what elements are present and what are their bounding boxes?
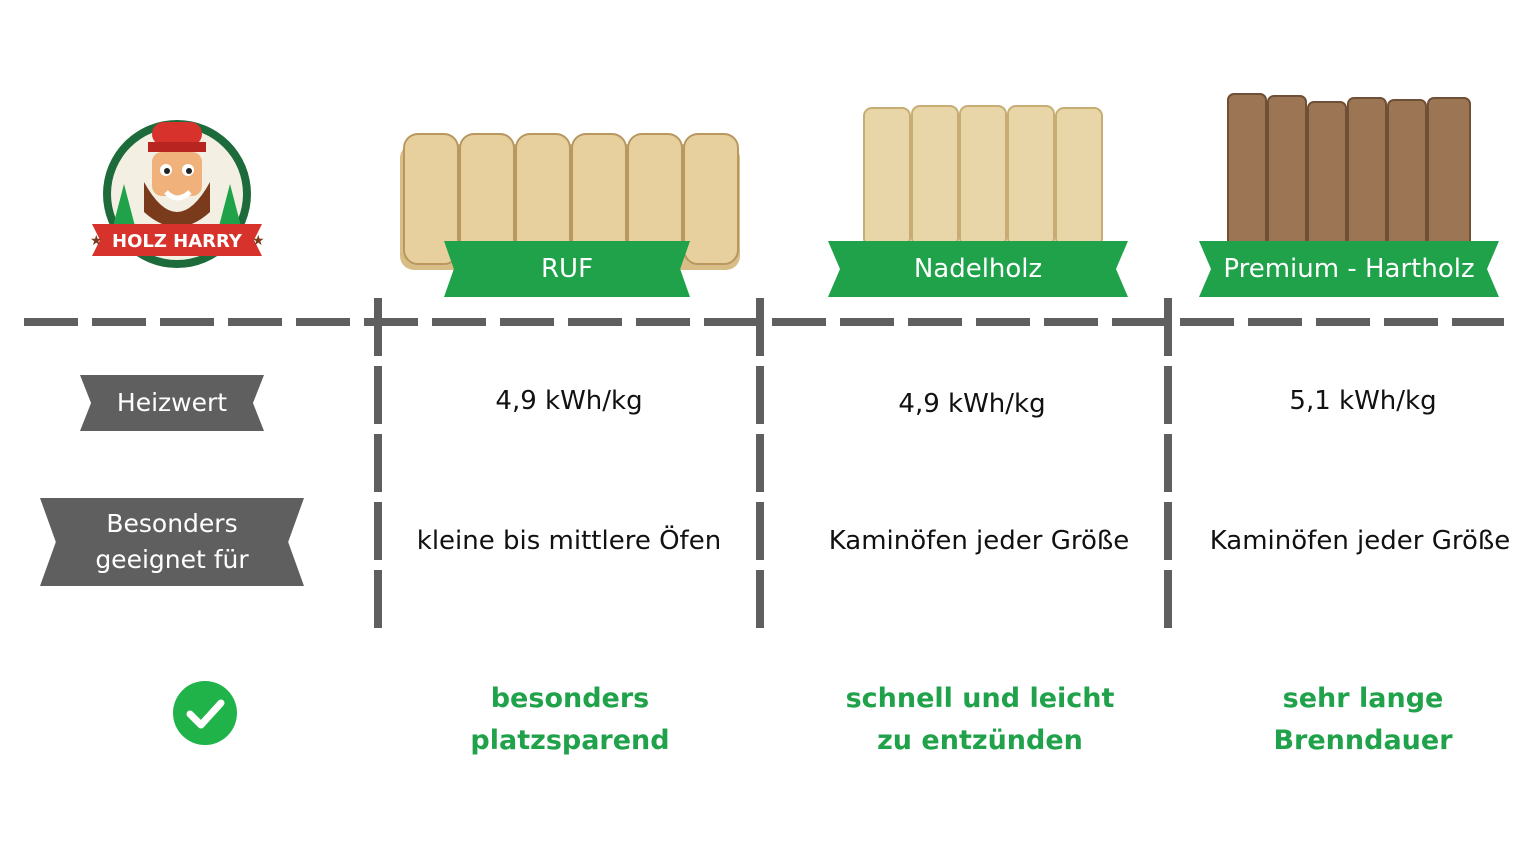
svg-text:HOLZ HARRY: HOLZ HARRY [112, 231, 243, 252]
svg-text:★: ★ [252, 233, 265, 249]
check-circle-icon [173, 681, 237, 745]
benefit-nadelholz: schnell und leicht zu entzünden [790, 678, 1170, 762]
benefit-ruf: besonders platzsparend [380, 678, 760, 762]
vertical-divider-3 [1164, 298, 1172, 628]
benefit-line2: zu entzünden [877, 725, 1083, 756]
geeignet-hartholz: Kaminöfen jeder Größe [1209, 526, 1511, 556]
row-label-text-line2: geeignet für [95, 545, 249, 574]
banner-label: Nadelholz [913, 254, 1043, 284]
benefit-line1: schnell und leicht [845, 683, 1115, 714]
banner-label: Premium - Hartholz [1223, 254, 1475, 284]
hartholz-briquettes-image [1227, 93, 1471, 246]
nadelholz-briquettes-image [863, 105, 1103, 246]
svg-text:★: ★ [90, 233, 103, 249]
banner-hartholz: Premium - Hartholz [1199, 241, 1499, 297]
benefit-hartholz: sehr lange Brenndauer [1173, 678, 1536, 762]
ruf-briquettes-image [400, 133, 740, 270]
benefit-line1: besonders [490, 683, 650, 714]
banner-ruf: RUF [444, 241, 690, 297]
heizwert-ruf: 4,9 kWh/kg [495, 386, 643, 416]
holz-harry-logo: HOLZ HARRY ★ ★ [90, 120, 265, 268]
banner-label: RUF [540, 254, 594, 284]
vertical-divider-2 [756, 298, 764, 628]
heizwert-nadelholz: 4,9 kWh/kg [898, 389, 1046, 419]
vertical-divider-1 [374, 298, 382, 628]
benefit-line1: sehr lange [1282, 683, 1444, 714]
horizontal-divider [24, 318, 1504, 326]
banner-nadelholz: Nadelholz [828, 241, 1128, 297]
row-label-geeignet: Besonders geeignet für [40, 498, 304, 586]
geeignet-ruf: kleine bis mittlere Öfen [416, 526, 722, 556]
row-label-text: Heizwert [116, 387, 228, 417]
row-label-text-line1: Besonders [106, 508, 238, 538]
geeignet-nadelholz: Kaminöfen jeder Größe [828, 526, 1130, 556]
heizwert-hartholz: 5,1 kWh/kg [1289, 386, 1437, 416]
row-label-heizwert: Heizwert [80, 375, 264, 431]
benefit-line2: platzsparend [470, 725, 670, 756]
benefit-line2: Brenndauer [1273, 725, 1453, 756]
